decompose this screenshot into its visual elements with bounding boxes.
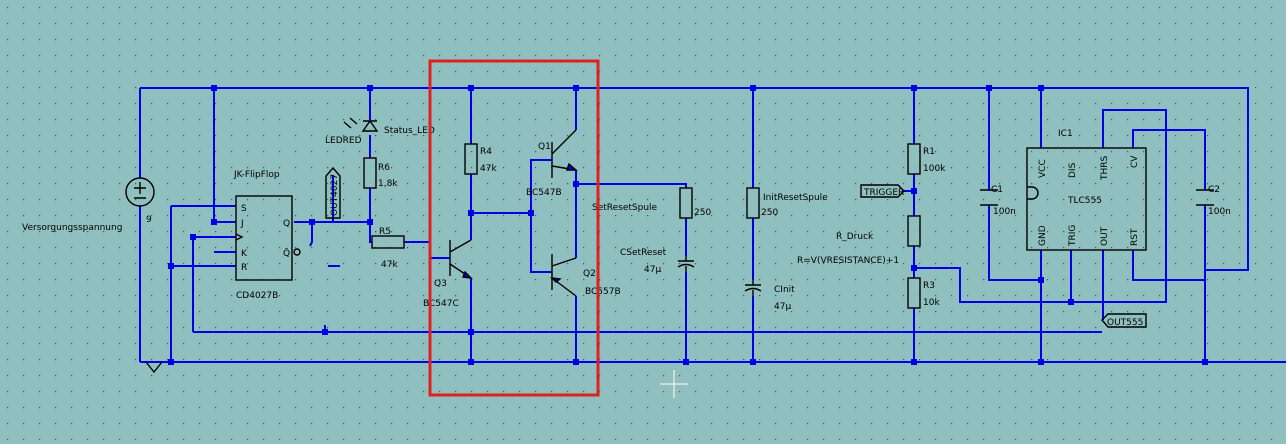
trigger-netlabel[interactable]: TRIGGER — [860, 184, 905, 198]
q3-name: Q3 — [434, 279, 447, 289]
r6-name: R6 — [378, 163, 390, 173]
cinit-val: 47µ — [774, 302, 791, 312]
c2-val: 100n — [1208, 207, 1231, 217]
pin-gnd: GND — [1038, 225, 1048, 246]
led-part: LEDRED — [325, 136, 362, 146]
r4-name: R4 — [480, 147, 492, 157]
crosshair-cursor — [660, 370, 688, 398]
ff-pin-s: S — [241, 204, 247, 214]
ff-pin-k: K — [241, 249, 248, 259]
ff-pin-r: R — [241, 263, 247, 273]
pin-dis: DIS — [1068, 162, 1078, 178]
initreset-coil[interactable] — [746, 187, 760, 219]
cset-name: CSetReset — [620, 248, 667, 258]
r3-val: 10k — [923, 298, 940, 308]
c2-capacitor[interactable] — [1196, 189, 1214, 206]
pin-out: OUT — [1100, 226, 1110, 246]
r4-resistor[interactable] — [464, 143, 478, 175]
initreset-val: 250 — [761, 208, 778, 218]
r1-val: 100k — [923, 164, 946, 174]
r-druck-formula: R=V(VRESISTANCE)+1 — [797, 256, 899, 266]
pin-cv: CV — [1130, 155, 1140, 168]
voltage-value: 9 — [146, 215, 152, 225]
setreset-val: 250 — [694, 208, 711, 218]
r6-val: 1,8k — [378, 179, 398, 189]
ground-symbol — [145, 361, 163, 374]
r5-val: 47k — [381, 260, 398, 270]
status-led[interactable] — [343, 117, 379, 132]
junctions — [168, 85, 1208, 365]
highlight-box — [428, 59, 600, 397]
out555-label: OUT555 — [1107, 318, 1143, 328]
cinit-name: CInit — [774, 285, 795, 295]
r5-resistor[interactable] — [371, 235, 405, 249]
pin-thrs: THRS — [1100, 155, 1110, 181]
r-druck-name: R_Druck — [836, 232, 874, 242]
r1-resistor[interactable] — [907, 143, 921, 175]
ff-title: JK-FlipFlop — [233, 170, 280, 180]
ff-pin-j: J — [240, 219, 244, 229]
c1-name: C1 — [991, 185, 1003, 195]
trigger-label: TRIGGER — [863, 188, 904, 198]
out4027-label: OUT4027 — [330, 174, 340, 216]
c2-name: C2 — [1208, 185, 1220, 195]
initreset-name: InitResetSpule — [763, 193, 828, 203]
pin-rst: RST — [1130, 228, 1140, 246]
r4-val: 47k — [480, 164, 497, 174]
cset-val: 47µ — [644, 265, 661, 275]
q3-part: BC547C — [423, 299, 459, 309]
csetreset-capacitor[interactable] — [677, 256, 695, 272]
q2-transistor[interactable] — [550, 254, 577, 297]
out555-netlabel[interactable]: OUT555 — [1101, 313, 1147, 328]
setreset-coil[interactable] — [679, 187, 693, 219]
pin-vcc: VCC — [1038, 159, 1048, 178]
versorgung-label: Versorgungsspannung — [22, 223, 122, 233]
setreset-name: SetResetSpule — [592, 203, 658, 213]
r3-resistor[interactable] — [907, 277, 921, 309]
r5-name: R5 — [379, 227, 391, 237]
voltage-source[interactable] — [125, 177, 155, 207]
ic1-name: IC1 — [1058, 129, 1073, 139]
r-druck-resistor[interactable] — [907, 215, 921, 247]
q3-transistor[interactable] — [449, 239, 473, 279]
ff-part: CD4027B — [236, 291, 278, 301]
pin-trig: TRIG — [1068, 225, 1078, 247]
r1-name: R1 — [923, 147, 935, 157]
ff-pin-qn: Q̄ — [283, 247, 290, 259]
q1-part: BC547B — [526, 188, 562, 198]
jk-flipflop[interactable] — [235, 195, 301, 281]
wires — [139, 87, 1286, 363]
ic-part: TLC555 — [1067, 196, 1102, 206]
c1-val: 100n — [993, 207, 1016, 217]
tlc555-ic[interactable] — [1026, 147, 1147, 251]
r6-resistor[interactable] — [363, 157, 377, 189]
out4027-netlabel[interactable]: OUT4027 — [325, 166, 341, 219]
c1-capacitor[interactable] — [980, 189, 998, 206]
q1-transistor[interactable] — [551, 129, 578, 178]
r3-name: R3 — [923, 281, 935, 291]
ff-pin-q: Q — [283, 219, 290, 229]
q2-name: Q2 — [583, 269, 596, 279]
q2-part: BC557B — [585, 287, 621, 297]
led-name: Status_LED — [384, 126, 435, 136]
cinit-capacitor[interactable] — [744, 280, 762, 296]
q1-name: Q1 — [538, 142, 551, 152]
